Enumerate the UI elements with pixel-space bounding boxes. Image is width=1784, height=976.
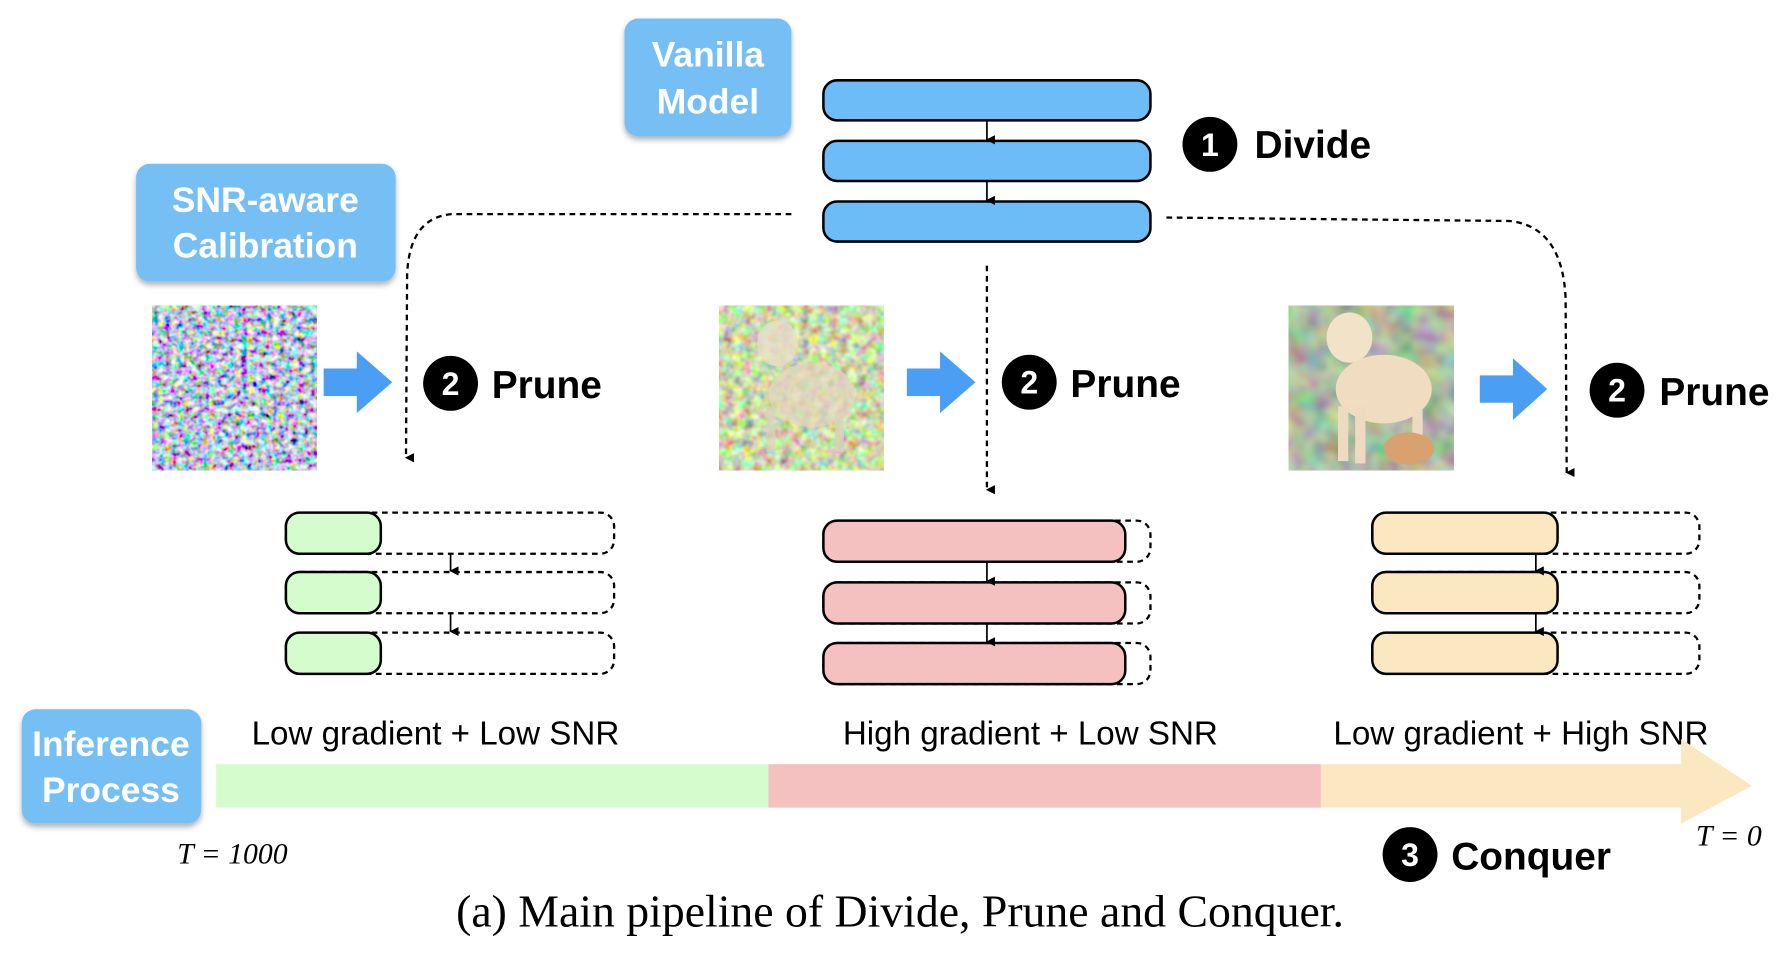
conquer-label: Conquer xyxy=(1451,835,1611,878)
timeline-start-label: T = 1000 xyxy=(177,839,287,871)
model-block xyxy=(822,79,1152,122)
denoised-dog-image xyxy=(1288,305,1454,471)
step-2-badge xyxy=(1589,362,1645,418)
noisy-sample-image xyxy=(152,305,317,471)
step-2-number: 2 xyxy=(1020,365,1038,401)
step-3-number: 3 xyxy=(1401,837,1419,873)
timeline-segment-2 xyxy=(768,764,1321,808)
timeline-end-label: T = 0 xyxy=(1696,820,1762,852)
timeline-segment-3-arrow xyxy=(1320,739,1752,824)
vanilla-model-line1: Vanilla xyxy=(652,35,765,75)
partially-denoised-dog-image xyxy=(719,305,884,471)
timeline-segment-1 xyxy=(216,764,769,808)
inference-process-line1: Inference xyxy=(32,724,190,764)
phase-label-1: Low gradient + Low SNR xyxy=(252,716,620,753)
prune-label: Prune xyxy=(1070,363,1180,406)
divide-label: Divide xyxy=(1255,124,1372,167)
step-2-number: 2 xyxy=(442,366,460,402)
pruned-model-low-gradient-low-snr xyxy=(284,511,616,676)
inference-process-line2: Process xyxy=(42,770,180,810)
inference-process-label xyxy=(21,709,202,824)
pruned-model-high-gradient-low-snr xyxy=(822,519,1152,686)
phase-label-2: High gradient + Low SNR xyxy=(843,716,1218,753)
step-2-badge xyxy=(423,355,479,411)
snr-calibration-label xyxy=(136,163,396,282)
step-1-number: 1 xyxy=(1201,127,1219,163)
figure-caption: (a) Main pipeline of Divide, Prune and C… xyxy=(456,886,1344,937)
vanilla-model-line2: Model xyxy=(657,81,759,121)
model-block xyxy=(822,139,1152,183)
prune-label: Prune xyxy=(1659,371,1769,414)
snr-calibration-line1: SNR-aware xyxy=(172,180,359,220)
phase-label-3: Low gradient + High SNR xyxy=(1333,716,1708,753)
step-3-badge xyxy=(1382,827,1438,882)
snr-calibration-line2: Calibration xyxy=(173,226,358,266)
flow-arrow-left xyxy=(404,212,792,463)
vanilla-model-blocks xyxy=(822,79,1152,243)
right-arrow-icon xyxy=(906,351,976,414)
step-1-badge xyxy=(1182,116,1238,172)
model-block xyxy=(822,200,1152,243)
right-arrow-icon xyxy=(323,351,393,414)
step-2-number: 2 xyxy=(1608,373,1626,409)
pruned-model-low-gradient-high-snr xyxy=(1371,511,1701,676)
vanilla-model-label xyxy=(624,18,792,137)
step-2-badge xyxy=(1001,354,1057,410)
right-arrow-icon xyxy=(1479,358,1548,420)
prune-label: Prune xyxy=(492,364,602,407)
